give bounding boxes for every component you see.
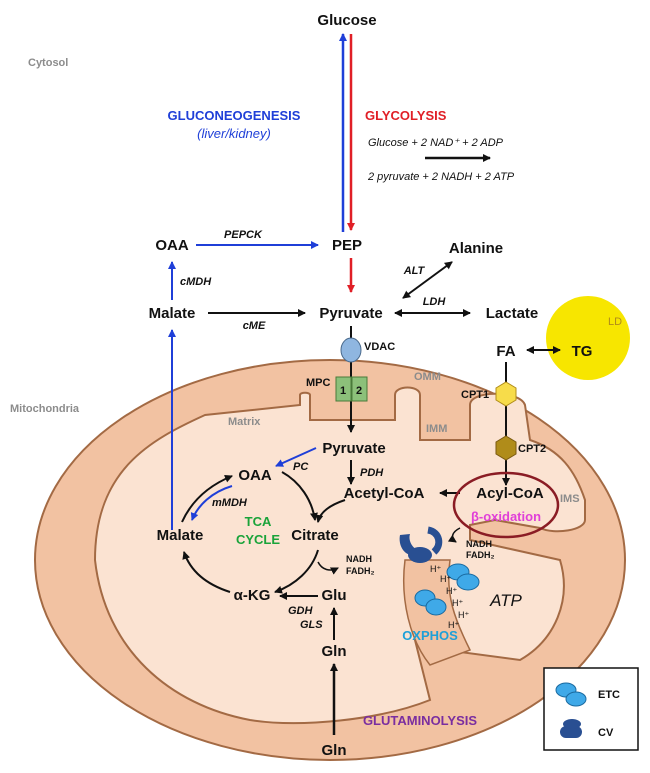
tg-label: TG	[572, 343, 593, 360]
beta-oxidation-ring	[452, 471, 560, 539]
mpc1-subunit	[335, 376, 352, 402]
cytosol-label: Cytosol	[28, 57, 68, 69]
cme-label: cME	[243, 320, 266, 332]
malate-cytosol: Malate	[149, 305, 196, 322]
pc-label: PC	[293, 461, 309, 473]
mmdh-arrow	[190, 485, 233, 521]
mpc1-label: 1	[340, 385, 346, 397]
gdh-label: GDH	[288, 605, 314, 617]
beta-ox-fadh2: FADH₂	[466, 550, 495, 560]
pep-label: PEP	[332, 237, 362, 254]
pc-arrow	[275, 447, 317, 467]
fa-label: FA	[496, 343, 515, 360]
acyl-coa-label: Acyl-CoA	[476, 485, 544, 502]
tca-fadh2: FADH₂	[346, 566, 375, 576]
tca-label-2: CYCLE	[236, 532, 280, 547]
citrate-label: Citrate	[291, 527, 339, 544]
atp-label: ATP	[489, 591, 522, 610]
tca-nadh-arrow	[317, 561, 339, 575]
pyruvate-matrix: Pyruvate	[322, 440, 385, 457]
mmdh-label: mMDH	[212, 497, 248, 509]
gluconeogenesis-label: GLUCONEOGENESIS	[168, 108, 301, 123]
oaa-matrix: OAA	[238, 467, 272, 484]
gls-label: GLS	[300, 619, 323, 631]
etc-legend-label: ETC	[598, 689, 620, 701]
etc-legend-icon	[555, 682, 587, 707]
omm-label: OMM	[414, 371, 441, 383]
svg-text:H⁺: H⁺	[448, 620, 459, 630]
alt-arrow	[402, 261, 453, 299]
svg-text:H⁺: H⁺	[430, 564, 441, 574]
malate-to-oaa-arrow	[181, 474, 233, 523]
gluconeogenesis-site: (liver/kidney)	[197, 126, 271, 141]
lactate-label: Lactate	[486, 305, 539, 322]
acetyl-coa-label: Acetyl-CoA	[344, 485, 425, 502]
pyruvate-cytosol: Pyruvate	[319, 305, 382, 322]
matrix-label: Matrix	[228, 416, 261, 428]
cpt1-transporter	[495, 381, 517, 407]
beta-ox-nadh-arrow	[447, 527, 461, 543]
glycolysis-label: GLYCOLYSIS	[365, 108, 447, 123]
vdac-label: VDAC	[364, 341, 395, 353]
gln-cytosol: Gln	[322, 742, 347, 759]
glutaminolysis-label: GLUTAMINOLYSIS	[363, 713, 477, 728]
etc-complex-3	[414, 589, 447, 616]
svg-text:H⁺: H⁺	[440, 574, 451, 584]
vdac-channel	[340, 337, 362, 363]
oaa-to-citrate-arrow	[281, 471, 318, 521]
cmdh-label: cMDH	[180, 276, 212, 288]
gln-matrix: Gln	[322, 643, 347, 660]
svg-text:H⁺: H⁺	[446, 586, 457, 596]
lipid-droplet	[546, 296, 630, 380]
alanine-label: Alanine	[449, 240, 503, 257]
imm-label: IMM	[426, 423, 447, 435]
akg-to-malate-arrow	[182, 551, 231, 593]
beta-ox-nadh: NADH	[466, 539, 492, 549]
etc-complex-2	[446, 563, 480, 591]
tca-nadh: NADH	[346, 554, 372, 564]
cv-legend-icon	[560, 719, 582, 738]
acetyl-to-citrate-arrow	[315, 499, 346, 523]
legend: ETC CV	[543, 667, 639, 751]
citrate-to-akg-arrow	[274, 549, 319, 594]
svg-text:H⁺: H⁺	[452, 598, 463, 608]
ld-label: LD	[608, 316, 622, 328]
ldh-label: LDH	[423, 296, 447, 308]
etc-complex-1	[399, 526, 443, 563]
mpc2-label: 2	[356, 385, 362, 397]
glu-label: Glu	[322, 587, 347, 604]
oaa-cytosol: OAA	[155, 237, 189, 254]
cpt2-transporter	[495, 435, 517, 461]
cv-legend-label: CV	[598, 727, 614, 739]
beta-oxidation-label: β-oxidation	[471, 509, 541, 524]
legend-box	[543, 667, 639, 751]
mpc2-subunit	[351, 376, 368, 402]
alt-label: ALT	[403, 265, 426, 277]
tca-label-1: TCA	[245, 514, 272, 529]
cpt2-label: CPT2	[518, 443, 546, 455]
pdh-label: PDH	[360, 467, 384, 479]
pepck-label: PEPCK	[224, 229, 263, 241]
akg-label: α-KG	[234, 587, 271, 604]
malate-matrix: Malate	[157, 527, 204, 544]
glucose-label: Glucose	[317, 12, 376, 29]
mpc-label: MPC	[306, 377, 331, 389]
svg-text:H⁺: H⁺	[458, 610, 469, 620]
oxphos-label: OXPHOS	[402, 628, 458, 643]
cpt1-label: CPT1	[461, 389, 489, 401]
proton-gradient: H⁺ H⁺ H⁺ H⁺ H⁺ H⁺	[430, 564, 469, 630]
ims-label: IMS	[560, 493, 580, 505]
mitochondria-label: Mitochondria	[10, 403, 80, 415]
glycolysis-reactants: Glucose + 2 NAD⁺ + 2 ADP	[368, 137, 504, 149]
glycolysis-products: 2 pyruvate + 2 NADH + 2 ATP	[367, 171, 515, 183]
